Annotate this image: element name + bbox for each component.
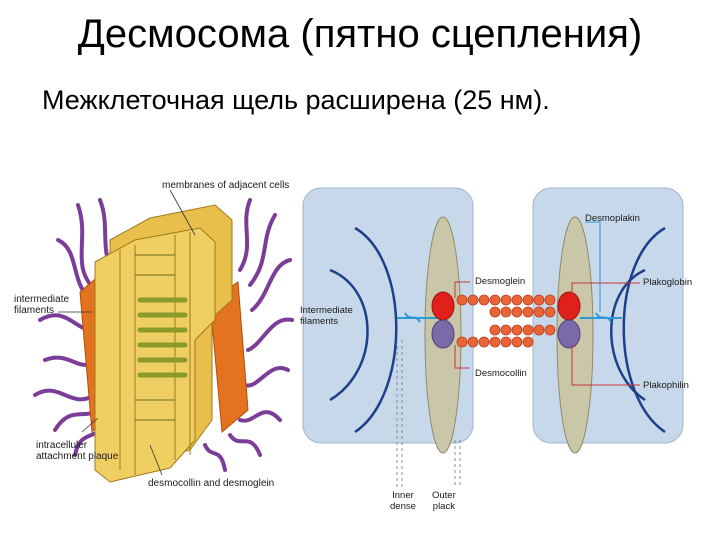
label-outer-plack: Outer plack [432,490,456,512]
cell-panel-right [532,187,684,444]
filament-plaque-links [397,312,622,323]
desmocollin-left [431,319,455,349]
label-desmocollin: Desmocollin [475,368,527,379]
membrane-block-front [94,227,216,483]
label-inner-dense: Inner dense [390,490,416,512]
label-desmocollin-desmoglein: desmocollin and desmoglein [148,478,275,489]
label-attachment-plaque: intracelluler attachment plaque [36,440,119,462]
label-desmoglein: Desmoglein [475,276,526,287]
desmoglein-chain [456,294,556,318]
label-plakophilin: Plakophilin [643,380,689,391]
label-plakoglobin: Plakoglobin [643,277,693,288]
label-desmoplakin: Desmoplakin [585,213,640,224]
desmoglein-left [431,291,455,321]
label-membranes-adjacent-cells: membranes of adjacent cells [162,180,290,191]
desmocollin-chain [456,324,556,348]
desmoglein-right [557,291,581,321]
desmocollin-right [557,319,581,349]
desmocollin-desmoglein-rods [137,297,188,378]
label-intermediate-filaments-left: intermediate filaments [14,294,70,316]
label-intermediate-filaments-right: Intermediate filaments [300,305,353,327]
page-subtitle: Межклеточная щель расширена (25 нм). [42,85,550,115]
filament-arcs [329,226,666,434]
page-title: Десмосома (пятно сцепления) [77,12,643,56]
